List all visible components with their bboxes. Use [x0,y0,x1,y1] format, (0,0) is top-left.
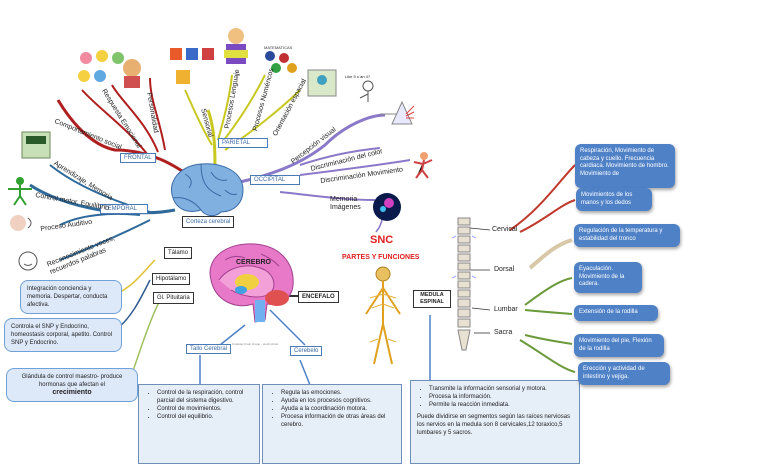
tallo-item: Control de la respiración, control parci… [157,389,253,405]
right-card-4: Eyaculación. Movimiento de la cadera. [574,262,642,293]
pituitaria-card-text: Glándula de control maestro- produce hor… [21,374,123,388]
right-card-2: Movimientos de los manos y los dedos [576,188,652,211]
medula-espinal-label: MEDULA ESPINAL [413,290,451,308]
cerebelo-item: Ayuda a la coordinación motora. [281,405,395,413]
right-card-5: Extensión de la rodilla [574,305,658,321]
lobe-temporal: TEMPORAL [100,204,148,214]
spine-region-dorsal: Dorsal [494,266,515,273]
lobe-frontal: FRONTAL [120,153,156,163]
tallo-info-box: Control de la respiración, control parci… [138,384,260,464]
tallo-label: Tallo Cerebral [186,344,232,354]
emotion-faces-icon [78,50,141,88]
snc-title: SNC [370,234,394,246]
classroom-icon [21,131,51,159]
cerebro-cutaway-image [209,243,294,323]
occipital-branch-4: Memoria Imágenes [330,196,361,211]
medula-item: Procesa la información. [429,393,573,401]
hipotalamo-card: Controla el SNP y Endocrino, homeostasis… [4,318,122,352]
speaking-face-icon [18,251,38,271]
reading-child-icon [224,28,248,64]
tallo-item: Control del equilibrio. [157,413,253,421]
hearing-icon [10,215,32,231]
math-label: MATEMATICAS [264,45,293,50]
spine-region-sacra: Sacra [494,329,513,336]
math-symbols-icon [265,51,297,73]
spine-region-cervical: Cervical [492,226,518,233]
lobe-occipital: OCCIPITAL [250,175,300,185]
medula-info-box: Transmite la información sensorial y mot… [410,380,580,464]
medula-note: Puede dividirse en segmentos según las r… [417,414,571,436]
cerebro-label: CEREBRO [236,259,272,266]
prism-icon [380,100,415,125]
spine-image [452,217,476,351]
cerebelo-info-box: Regula las emociones. Ayuda en los proce… [262,384,402,464]
right-card-7: Erección y actividad de intestino y veji… [578,362,670,385]
image-caption: Cutaway brain image - stock photo [232,342,279,346]
medula-item: Transmite la información sensorial y mot… [429,385,573,393]
like-label: Like 5 o an 4? [345,74,371,79]
cerebelo-item: Regula las emociones. [281,389,395,397]
map-icon [307,69,337,97]
right-card-1: Respiración, Movimiento de cabeza y cuel… [575,144,675,188]
pituitaria-card: Glándula de control maestro- produce hor… [6,368,138,402]
senses-icons [170,48,214,84]
right-card-6: Movimiento del pie, Flexión de la rodill… [574,334,664,357]
talamo-label: Tálamo [164,247,193,259]
thinking-person-icon [359,80,374,102]
cerebelo-item: Ayuda en los procesos cognitivos. [281,397,395,405]
balance-figure-icon [8,177,32,206]
hipotalamo-label: Hipotálamo [152,273,191,285]
pituitaria-card-bold: crecimiento [52,389,92,396]
lobe-parietal: PARIETAL [218,138,268,148]
tallo-item: Control de movimientos. [157,405,253,413]
right-card-3: Regulación de la temperatura y estabilid… [574,224,680,247]
talamo-card: Integración conciencia y memoria. Desper… [20,280,122,314]
moving-figure-icon [413,152,433,179]
memory-head-icon [373,193,401,221]
cerebelo-item: Procesa información de otras áreas del c… [281,413,395,429]
nervous-system-figure [365,266,401,365]
pituitaria-label: Gl. Pituitaria [153,292,194,304]
medula-item: Permite la reacción inmediata. [429,401,573,409]
spine-region-lumbar: Lumbar [494,306,518,313]
snc-subtitle: PARTES Y FUNCIONES [342,254,420,261]
cortex-label: Corteza cerebral [182,216,235,228]
cerebelo-label: Cerebelo [290,346,323,356]
brain-lobes-image [171,163,244,217]
encefalo-label: ENCEFALO [298,291,339,303]
